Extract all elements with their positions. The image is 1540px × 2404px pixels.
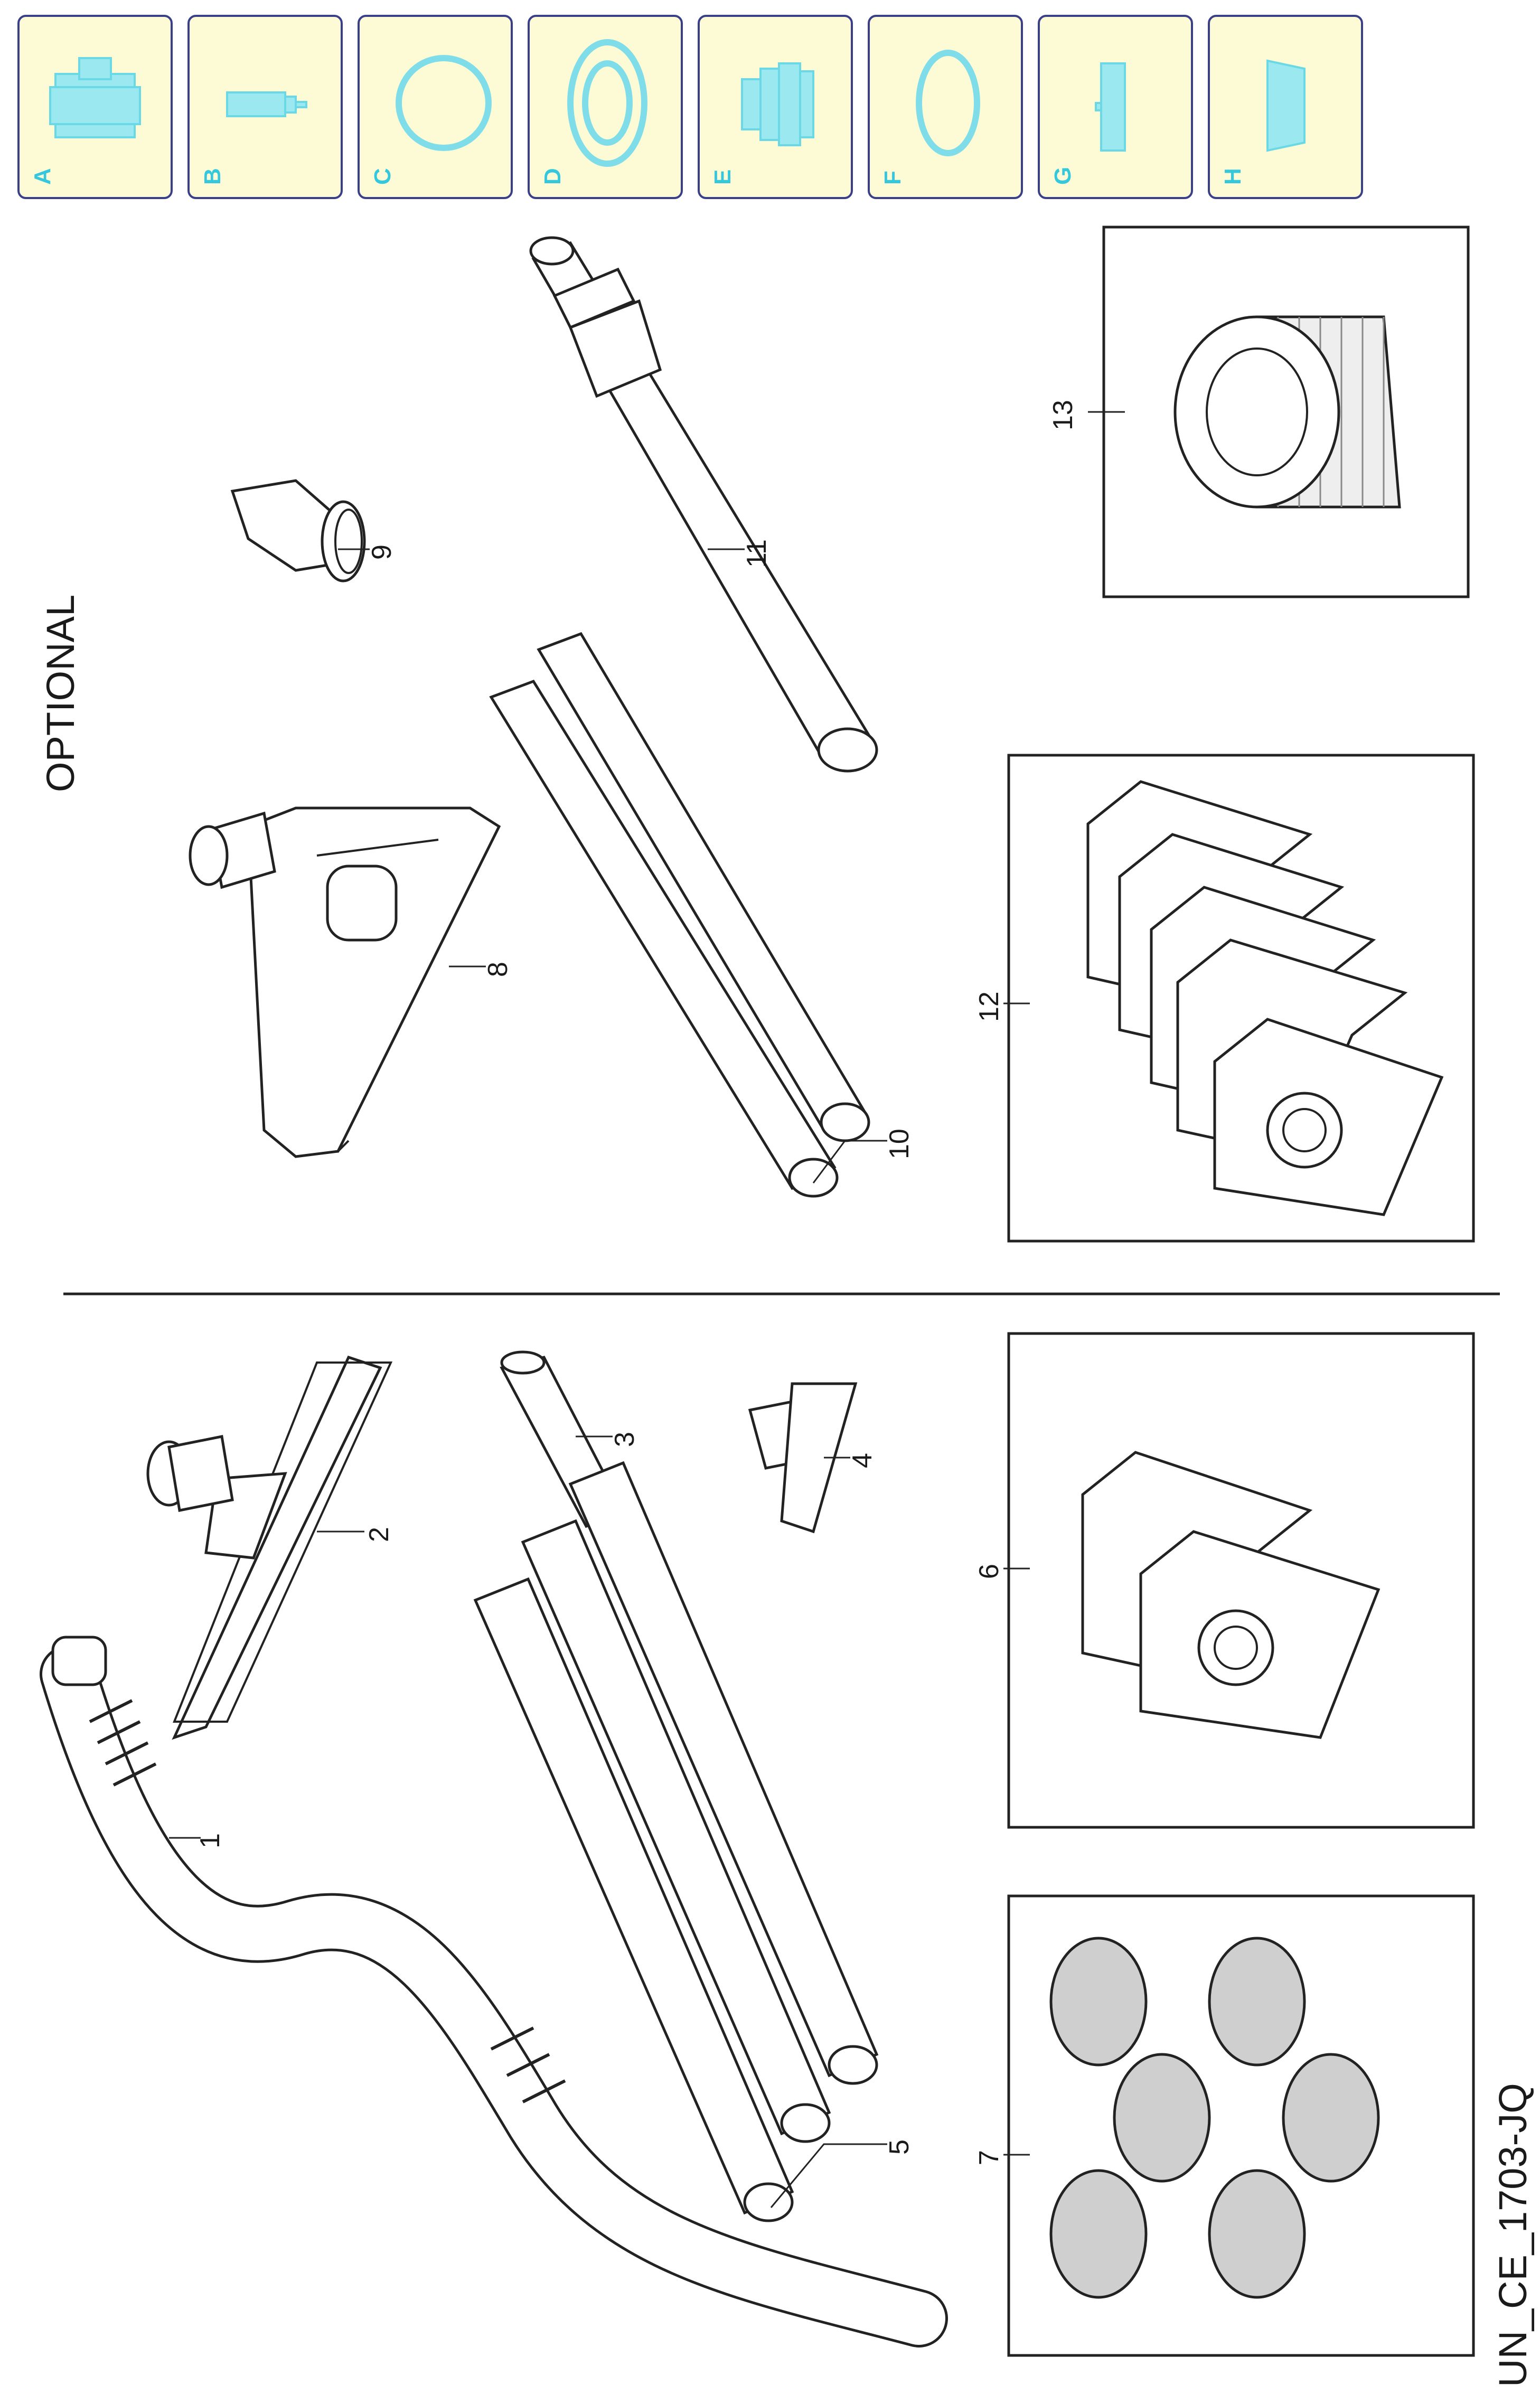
tab-label: G [1050,167,1076,185]
tab-f[interactable]: F [868,15,1023,199]
tab-label: B [200,168,226,185]
ring-c-icon [396,55,492,151]
filter-g-icon [1095,62,1126,152]
part-13-cartridge-filter-box [1102,226,1470,598]
accessory-tabs: A B C D [17,15,1363,199]
part-11-telescopic-tube [529,236,878,773]
tab-label: C [370,168,396,185]
part-9-dusting-brush [230,479,366,583]
callout-2: 2 [364,1527,395,1542]
callout-1: 1 [195,1833,226,1848]
part-4-upholstery-nozzle [748,1382,858,1534]
callout-9: 9 [367,544,397,560]
oring-f-icon [916,50,980,156]
callout-12: 12 [974,991,1004,1022]
stepped-adapter-e-icon [741,62,814,146]
part-6-dust-bags-box [1007,1332,1475,1829]
part-10-extension-tubes [489,632,870,1198]
filter-h-icon [1266,59,1306,152]
part-5-extension-tubes [473,1461,879,2222]
diagram-code: UN_CE_1703-JQ [1491,2083,1535,2387]
tab-label: D [540,168,566,185]
callout-11: 11 [741,539,772,568]
callout-10: 10 [884,1129,915,1159]
adapter-a-icon [49,57,141,138]
part-1-flexible-hose [40,1636,948,2347]
part-2-floor-nozzle [146,1355,393,1740]
callout-6: 6 [974,1564,1004,1579]
part-12-dust-bags-box [1007,754,1475,1243]
tab-label: E [710,170,736,185]
callout-4: 4 [847,1453,878,1468]
callout-leaders [169,411,1125,2208]
tab-label: F [880,171,906,185]
tab-d[interactable]: D [528,15,683,199]
callout-3: 3 [609,1432,640,1447]
adapter-b-icon [226,91,307,117]
tab-h[interactable]: H [1208,15,1363,199]
tab-g[interactable]: G [1038,15,1193,199]
callout-7: 7 [974,2150,1004,2165]
callout-13: 13 [1048,400,1078,430]
callout-8: 8 [483,962,513,977]
tab-b[interactable]: B [187,15,343,199]
part-8-floor-nozzle [189,806,501,1158]
callout-5: 5 [884,2139,915,2155]
gasket-d-icon [567,39,647,167]
tab-c[interactable]: C [358,15,513,199]
tab-a[interactable]: A [17,15,173,199]
part-7-foam-filters-box [1007,1894,1475,2357]
tab-e[interactable]: E [698,15,853,199]
tab-label: A [30,168,55,185]
tab-label: H [1220,168,1246,185]
optional-heading: OPTIONAL [39,595,82,792]
